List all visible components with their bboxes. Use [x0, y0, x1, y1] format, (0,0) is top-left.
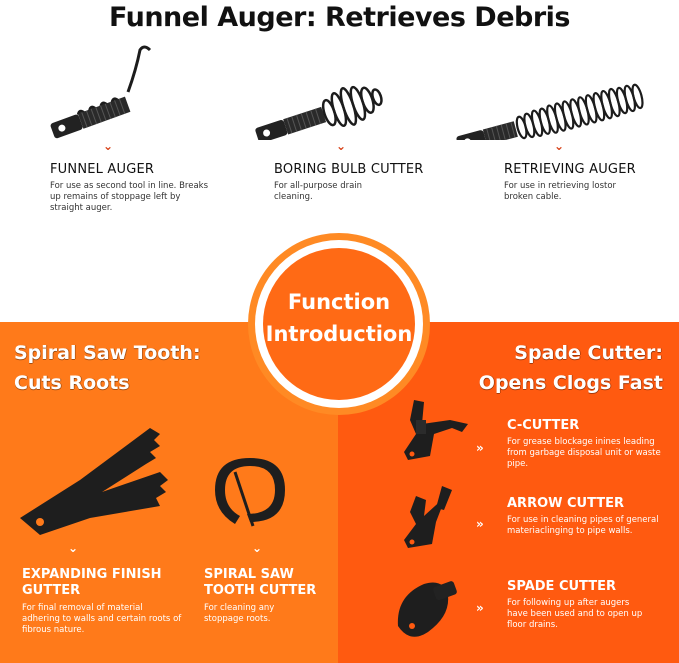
left-heading-line2: Cuts Roots — [14, 372, 130, 394]
left-tool-name: EXPANDING FINISH GUTTER — [22, 567, 162, 598]
left-heading-line1: Spiral Saw Tooth: — [14, 342, 201, 364]
spade-cutter-image — [397, 581, 457, 637]
right-tool-description: For following up after augers have been … — [507, 598, 643, 630]
chevron-down-icon: ⌄ — [103, 139, 114, 153]
right-heading-line2: Opens Clogs Fast — [478, 372, 663, 394]
top-tool-description: For use as second tool in line. Breaks u… — [50, 181, 209, 213]
spiral-saw-tooth-cutter-image — [215, 458, 285, 527]
chevron-down-icon: ⌄ — [252, 541, 263, 555]
funnel-auger-image — [50, 45, 152, 139]
function-badge-line2: Introduction — [265, 322, 413, 346]
retrieving-auger-image — [456, 83, 644, 140]
top-tool-description: For all-purpose drain cleaning. — [274, 181, 363, 202]
top-tool-name: FUNNEL AUGER — [50, 162, 155, 177]
boring-bulb-cutter-card: ⌄ BORING BULB CUTTER For all-purpose dra… — [248, 40, 468, 220]
chevron-right-icon: » — [476, 601, 484, 615]
boring-bulb-cutter-image — [255, 85, 383, 140]
left-tool-description: For cleaning any stoppage roots. — [204, 603, 275, 624]
chevron-down-icon: ⌄ — [68, 541, 79, 555]
funnel-auger-card: ⌄ FUNNEL AUGER For use as second tool in… — [40, 40, 260, 220]
right-tool-name: ARROW CUTTER — [507, 496, 625, 511]
chevron-down-icon: ⌄ — [554, 139, 565, 153]
left-section-heading: Spiral Saw Tooth: Cuts Roots — [14, 338, 201, 398]
right-section-heading: Spade Cutter: Opens Clogs Fast — [479, 338, 663, 398]
left-tool-description: For final removal of material adhering t… — [22, 603, 182, 635]
right-tool-name: SPADE CUTTER — [507, 579, 616, 594]
page-title: Funnel Auger: Retrieves Debris — [109, 2, 570, 33]
top-tool-name: BORING BULB CUTTER — [274, 162, 424, 177]
chevron-down-icon: ⌄ — [336, 139, 347, 153]
top-tool-description: For use in retrieving lostor broken cabl… — [504, 181, 617, 202]
retrieving-auger-card: ⌄ RETRIEVING AUGER For use in retrieving… — [448, 40, 678, 220]
function-badge-text: Function Introduction — [248, 286, 430, 350]
expanding-finish-gutter-image — [20, 428, 168, 535]
right-tool-description: For use in cleaning pipes of general mat… — [507, 515, 659, 536]
right-tool-name: C-CUTTER — [507, 418, 580, 433]
right-tool-description: For grease blockage inines leading from … — [507, 437, 661, 469]
top-tool-name: RETRIEVING AUGER — [504, 162, 636, 177]
arrow-cutter-image — [404, 486, 452, 548]
function-badge-line1: Function — [287, 290, 391, 314]
right-heading-line1: Spade Cutter: — [514, 342, 663, 364]
chevron-right-icon: » — [476, 441, 484, 455]
function-badge-inner — [263, 248, 415, 400]
left-tool-name: SPIRAL SAW TOOTH CUTTER — [204, 567, 317, 598]
c-cutter-image — [404, 400, 468, 460]
chevron-right-icon: » — [476, 517, 484, 531]
